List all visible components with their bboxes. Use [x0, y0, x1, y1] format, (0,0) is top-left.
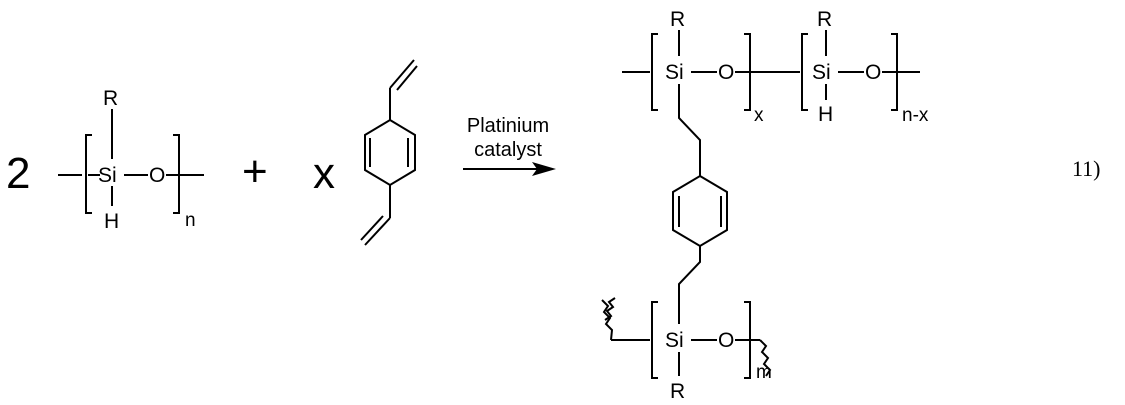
vinyl-double-bond: [364, 217, 391, 246]
subscript-n-x: n-x: [902, 105, 929, 126]
bracket-right: [744, 33, 751, 111]
silicon-atom: Si: [665, 61, 684, 84]
r-group-label: R: [103, 87, 118, 110]
hydrogen-label: H: [818, 103, 833, 126]
subscript-x: x: [754, 105, 764, 126]
bracket-left: [85, 134, 92, 214]
vinyl-double-bond: [389, 59, 415, 89]
bracket-right: [173, 134, 180, 214]
r-group-label: R: [670, 380, 685, 403]
silicon-atom: Si: [665, 329, 684, 352]
silicon-atom: Si: [98, 164, 117, 187]
hydrogen-label: H: [104, 210, 119, 233]
oxygen-atom: O: [865, 61, 881, 84]
oxygen-atom: O: [718, 61, 734, 84]
reactant-divinylbenzene: x: [313, 59, 418, 246]
reactant2-coefficient: x: [313, 149, 335, 198]
catalyst-label-line2: catalyst: [474, 139, 542, 161]
silicon-atom: Si: [812, 61, 831, 84]
arrow-head: [532, 162, 556, 176]
wavy-bond-right: [759, 339, 772, 377]
vinyl-double-bond-inner: [396, 65, 418, 91]
oxygen-atom: O: [718, 329, 734, 352]
bracket-right: [891, 33, 898, 111]
plus-sign: +: [242, 147, 268, 196]
r-group-label: R: [670, 8, 685, 31]
product-crosslinked-siloxane: Si R O x Si R H O n-x S: [601, 8, 929, 403]
oxygen-atom: O: [149, 164, 165, 187]
ethylene-linker-top: [678, 84, 701, 176]
bracket-left: [801, 33, 808, 111]
reactant-polysiloxane: 2 Si R H O n: [6, 87, 204, 233]
r-group-label: R: [817, 8, 832, 31]
equation-number: 11): [1072, 156, 1101, 181]
subscript-n: n: [185, 210, 196, 231]
catalyst-label-line1: Platinium: [467, 115, 549, 137]
reactant1-coefficient: 2: [6, 149, 30, 198]
vinyl-double-bond-inner: [360, 215, 384, 241]
reaction-arrow: Platinium catalyst: [463, 115, 556, 176]
bracket-left: [651, 33, 658, 111]
ethylene-linker-bottom: [678, 246, 701, 324]
wavy-bond-left: [601, 299, 614, 341]
bracket-right: [744, 301, 751, 379]
spacer: [602, 293, 618, 299]
bracket-left: [651, 301, 658, 379]
